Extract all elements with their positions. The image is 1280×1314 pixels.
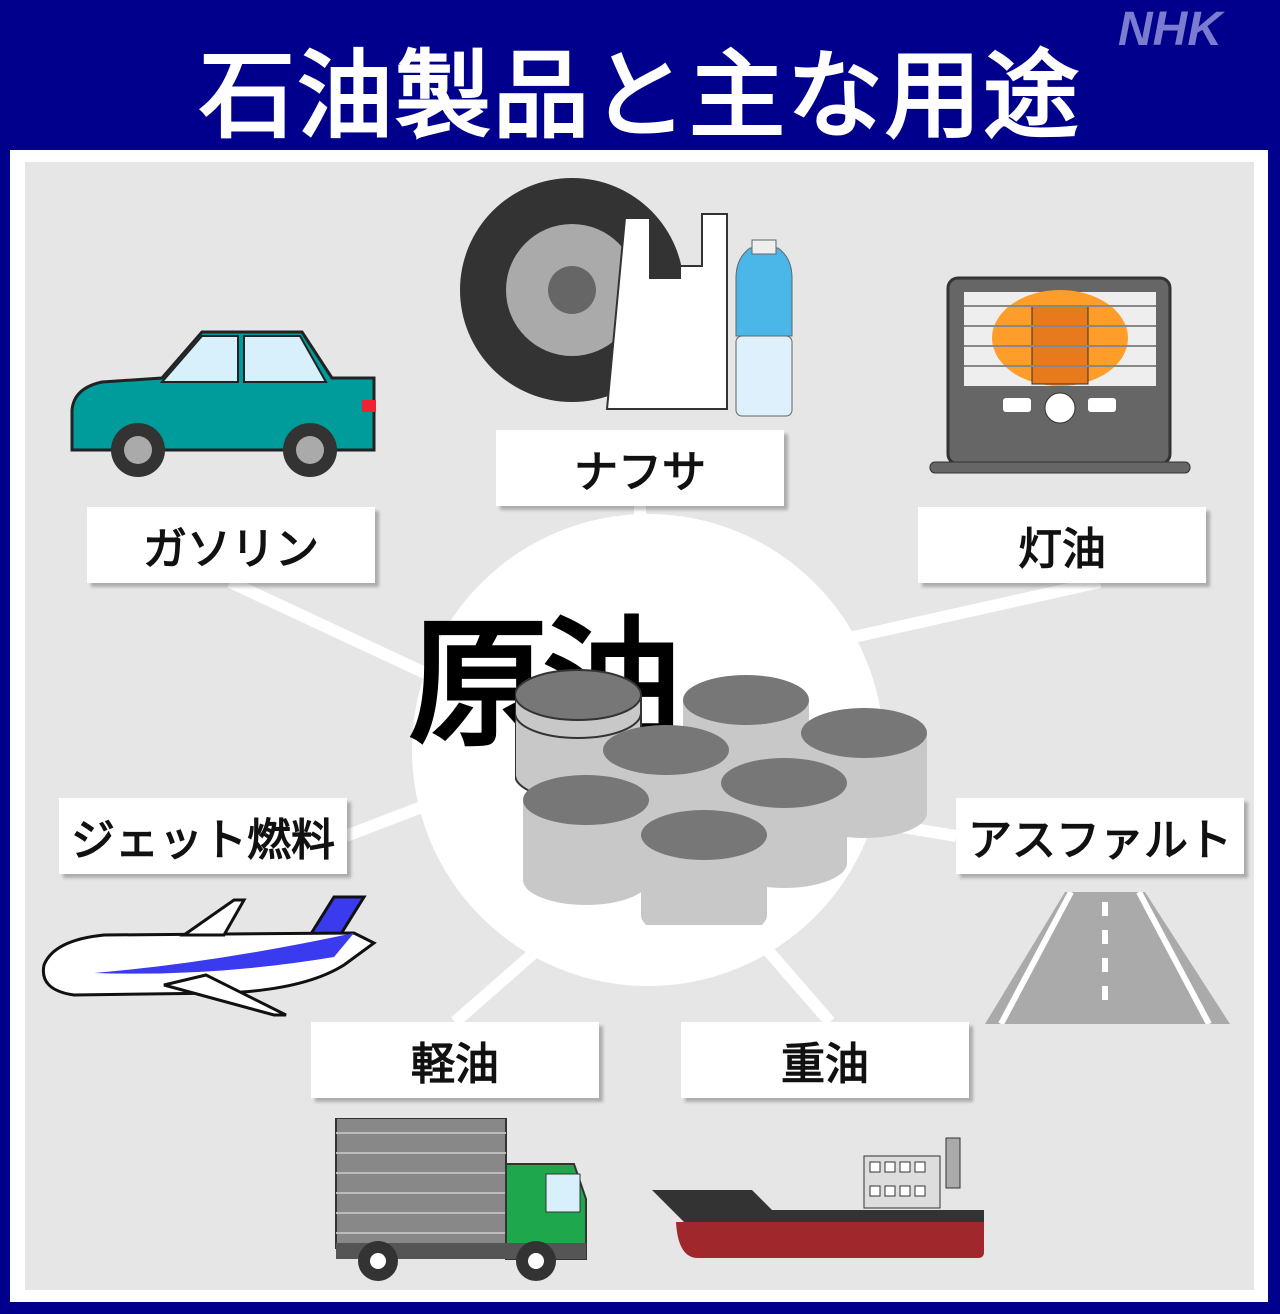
label-naphtha: ナフサ xyxy=(496,430,784,506)
kerosene-heater-icon xyxy=(929,276,1191,474)
tire-bag-bottle-icon xyxy=(460,178,793,417)
label-kerosene: 灯油 xyxy=(918,507,1206,583)
page-title: 石油製品と主な用途 xyxy=(199,40,1081,152)
label-heavy-oil: 重油 xyxy=(681,1022,969,1098)
oil-drums-icon xyxy=(515,669,928,925)
road-icon xyxy=(985,892,1230,1024)
airplane-icon xyxy=(41,895,377,1017)
ship-icon xyxy=(652,1137,984,1258)
label-diesel: 軽油 xyxy=(311,1022,599,1098)
label-gasoline: ガソリン xyxy=(87,507,375,583)
truck-icon xyxy=(335,1118,587,1281)
nhk-logo: NHK xyxy=(1118,3,1222,56)
car-icon xyxy=(70,330,376,477)
label-asphalt: アスファルト xyxy=(956,798,1244,874)
label-jet-fuel: ジェット燃料 xyxy=(59,798,347,874)
